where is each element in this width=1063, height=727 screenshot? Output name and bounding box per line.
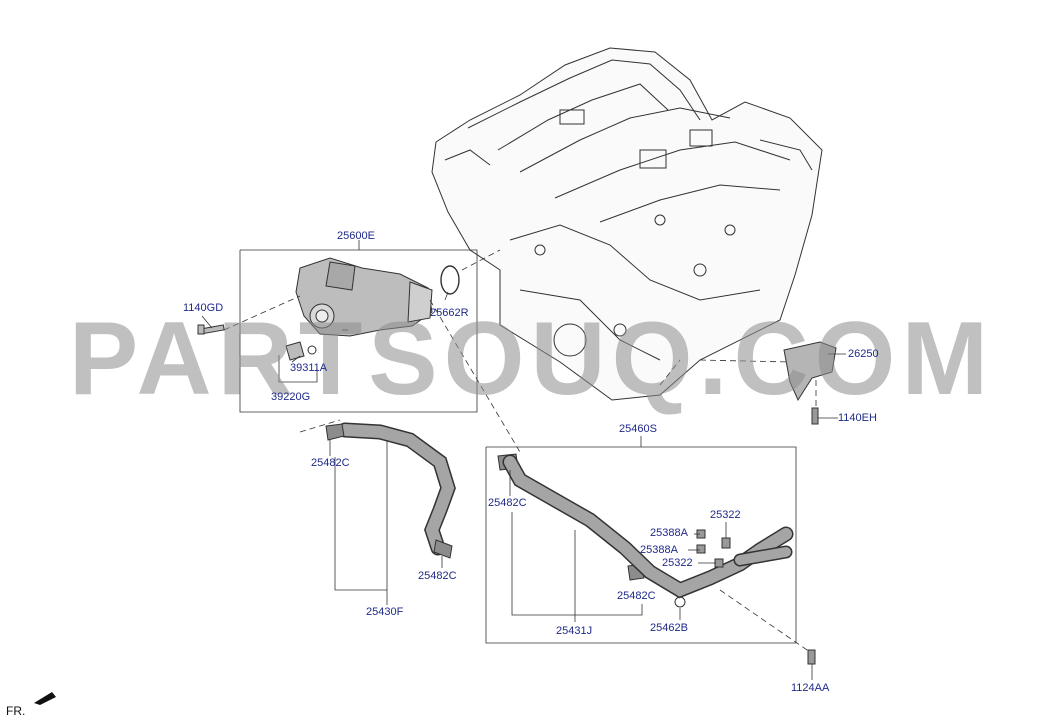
callout-1124AA[interactable]: 1124AA: [791, 682, 830, 694]
callout-39220G[interactable]: 39220G: [271, 391, 311, 403]
callout-25431J[interactable]: 25431J: [556, 625, 593, 637]
callout-25482C[interactable]: 25482C: [418, 570, 457, 582]
callout-25322[interactable]: 25322: [710, 509, 741, 521]
hose-25431J: [502, 454, 794, 599]
bolt-1124AA: [807, 649, 816, 665]
bracket-26250: [783, 341, 837, 402]
bolt-1140EH: [811, 407, 819, 425]
front-direction-label: FR.: [6, 704, 26, 718]
sensor-39220G: [285, 341, 317, 361]
callout-25662R[interactable]: 25662R: [430, 307, 469, 319]
group-box-25460S: [485, 446, 797, 644]
callout-1140EH[interactable]: 1140EH: [838, 412, 877, 424]
solid-leaders: [201, 291, 846, 680]
fittings: [696, 529, 731, 568]
thermostat-housing: [295, 257, 433, 337]
group-box-25600E: [239, 240, 478, 413]
callout-25322[interactable]: 25322: [662, 557, 693, 569]
callout-25482C[interactable]: 25482C: [488, 497, 527, 509]
dashed-leaders: [223, 249, 817, 653]
bolt-1140GD: [197, 324, 225, 335]
callout-25388A[interactable]: 25388A: [650, 527, 688, 539]
callout-25482C[interactable]: 25482C: [311, 457, 350, 469]
bracket-39220G: [278, 355, 318, 383]
o-ring-25462B: [674, 596, 686, 608]
callout-25388A[interactable]: 25388A: [640, 544, 678, 556]
callout-39311A[interactable]: 39311A: [290, 362, 328, 374]
callout-1140GD[interactable]: 1140GD: [183, 302, 224, 314]
callout-25482C[interactable]: 25482C: [617, 590, 656, 602]
callout-26250[interactable]: 26250: [848, 348, 879, 360]
gasket-ring: [440, 265, 460, 295]
engine-block: [431, 47, 823, 401]
fr-arrow-icon: [34, 692, 56, 705]
hose-25430F: [337, 422, 456, 556]
callout-25430F[interactable]: 25430F: [366, 606, 404, 618]
callout-25462B[interactable]: 25462B: [650, 622, 688, 634]
callout-25600E[interactable]: 25600E: [337, 230, 375, 242]
callout-25460S[interactable]: 25460S: [619, 423, 657, 435]
